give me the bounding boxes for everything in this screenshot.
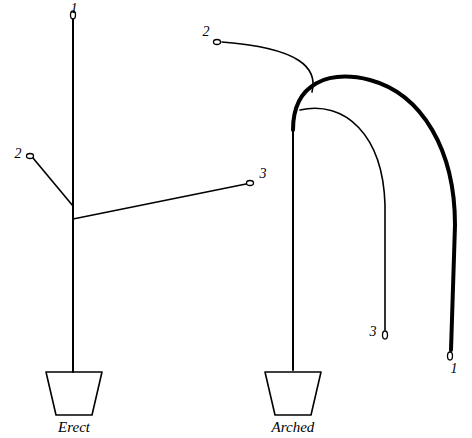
bud [247,181,254,186]
branch [222,42,313,92]
flower-pot [46,372,102,415]
branch [33,158,73,206]
callout-number: 1 [451,362,458,376]
bud [448,352,453,360]
flower-pot [265,372,321,415]
branch [73,184,246,219]
caption-label: Erect [58,420,90,435]
callout-number: 2 [203,25,210,39]
callout-number: 3 [260,167,267,181]
bud [383,331,388,339]
bud [27,154,34,159]
bud [214,40,221,45]
callout-number: 3 [370,325,377,339]
erect-stem [72,19,74,372]
callout-number: 2 [15,147,22,161]
caption-label: Arched [272,420,315,435]
arched-stem [293,77,455,350]
branch [300,108,385,330]
arched-stem [292,130,294,370]
callout-number: 1 [71,2,78,16]
